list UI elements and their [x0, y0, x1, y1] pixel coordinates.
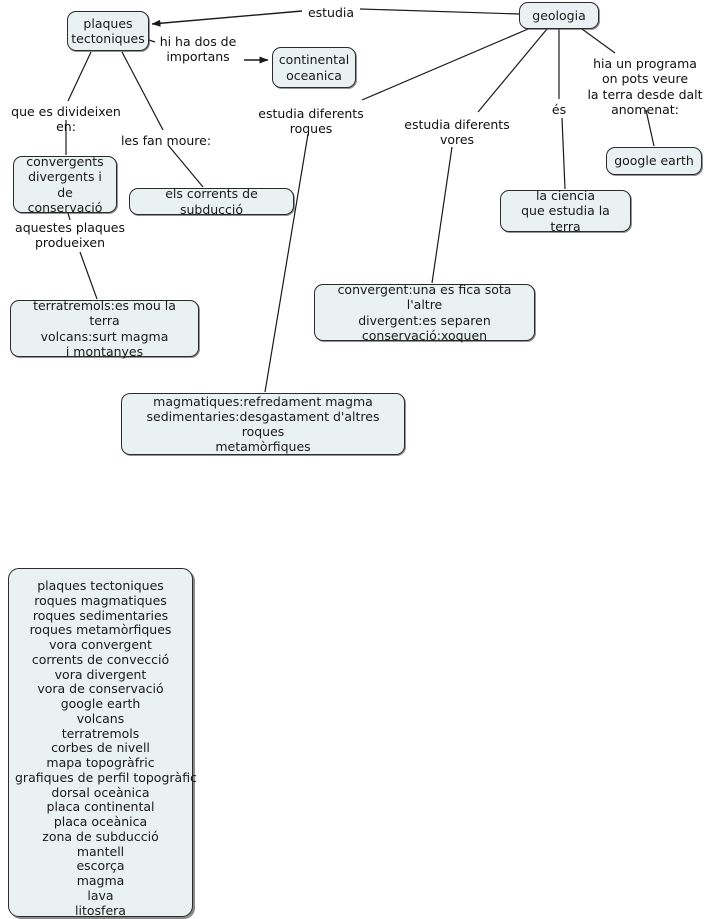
node-label: convergents divergents i de conservació — [26, 154, 104, 215]
word-list-item: corrents de convecció — [31, 651, 170, 667]
word-list-item: vora de conservació — [37, 681, 164, 697]
edge-fanmoure-corrents — [167, 144, 204, 188]
node-google-earth[interactable]: google earth — [606, 147, 702, 175]
edge-geologia-programa — [581, 28, 616, 54]
word-list-item: mantell — [76, 843, 125, 859]
node-vores-convergent-divergent-conservacio[interactable]: convergent:una es fica sota l'altre dive… — [314, 282, 535, 343]
link-label-estudia-diferents-vores: estudia diferents vores — [404, 117, 510, 148]
link-label-les-fan-moure: les fan moure: — [120, 133, 212, 148]
node-terratremols-volcans[interactable]: terratremols:es mou la terra volcans:sur… — [10, 298, 199, 359]
word-list-item: vora convergent — [49, 637, 152, 652]
node-label: geologia — [532, 7, 586, 23]
node-label: convergent:una es fica sota l'altre dive… — [337, 282, 512, 343]
node-label: google earth — [614, 153, 694, 169]
node-la-ciencia-que-estudia-la-terra[interactable]: la ciencia que estudia la terra — [500, 188, 631, 234]
word-list-item: lava — [87, 887, 114, 903]
node-continental-oceanica[interactable]: continental oceanica — [272, 47, 356, 88]
word-list-item: plaques tectoniques — [37, 578, 164, 593]
link-label-que-es-divideixen-en: que es divideixen en: — [11, 104, 121, 135]
word-list-item: zona de subducció — [42, 828, 159, 844]
edge-geologia-estudiavores — [477, 28, 548, 113]
node-plaques-tectoniques[interactable]: plaques tectoniques — [67, 11, 149, 51]
word-list-item: corbes de nivell — [51, 740, 150, 756]
word-list-item: mapa topogràfric — [46, 755, 155, 770]
node-geologia[interactable]: geologia — [519, 2, 599, 29]
word-list-item: litosfera — [75, 902, 126, 918]
node-corrents-de-subduccio[interactable]: els corrents de subducció — [129, 186, 294, 217]
link-label-hi-ha-dos-de-importans: hi ha dos de importans — [159, 34, 237, 65]
node-label: la ciencia que estudia la terra — [521, 188, 610, 234]
node-roques-magmatiques-sedimentaries[interactable]: magmatiques:refredament magma sedimentar… — [121, 393, 405, 455]
link-label-aquestes-plaques-produeixen: aquestes plaques produeixen — [15, 220, 125, 251]
word-list-item: magma — [76, 873, 125, 888]
word-list-item: dorsal oceànica — [51, 784, 150, 800]
node-label: terratremols:es mou la terra volcans:sur… — [33, 298, 176, 359]
word-list-item: roques metamòrfiques — [29, 622, 172, 638]
edge-estudiaroques-roques — [264, 133, 309, 393]
link-label-es: és — [551, 102, 567, 117]
edge-aquestes-terratremols — [79, 251, 98, 300]
link-label-estudia-diferents-roques: estudia diferents roques — [258, 106, 364, 137]
word-list-item: roques sedimentaries — [32, 607, 169, 623]
edge-geologia-estudiaroques — [361, 28, 529, 101]
edge-plaques-divideixen — [67, 51, 92, 102]
link-label-estudia: estudia — [307, 5, 355, 20]
node-label: plaques tectoniques — [71, 15, 145, 46]
node-label: els corrents de subducció — [165, 186, 258, 217]
edge-estudiavores-vores — [431, 146, 453, 284]
word-list-item: volcans — [76, 710, 125, 726]
word-list-item: placa oceànica — [53, 814, 148, 829]
word-list-item: escorça — [76, 858, 125, 874]
node-label: magmatiques:refredament magma sedimentar… — [146, 393, 380, 455]
word-list-item: grafiques de perfil topogràfic — [15, 769, 197, 785]
node-label: continental oceanica — [278, 52, 350, 83]
edge-geologia-plaques-left — [151, 10, 303, 27]
word-list-item: roques magmatiques — [34, 592, 167, 608]
word-list-item: vora divergent — [54, 666, 147, 682]
word-list-item: placa continental — [46, 799, 155, 815]
edge-es-ciencia — [561, 117, 566, 190]
word-list-item: terratremols — [61, 725, 140, 741]
node-convergents-divergents-conservacio[interactable]: convergents divergents i de conservació — [13, 154, 117, 215]
link-label-hia-un-programa: hia un programa on pots veure la terra d… — [587, 56, 703, 117]
edge-geologia-plaques-right — [359, 8, 520, 15]
word-list-item: google earth — [60, 696, 141, 711]
